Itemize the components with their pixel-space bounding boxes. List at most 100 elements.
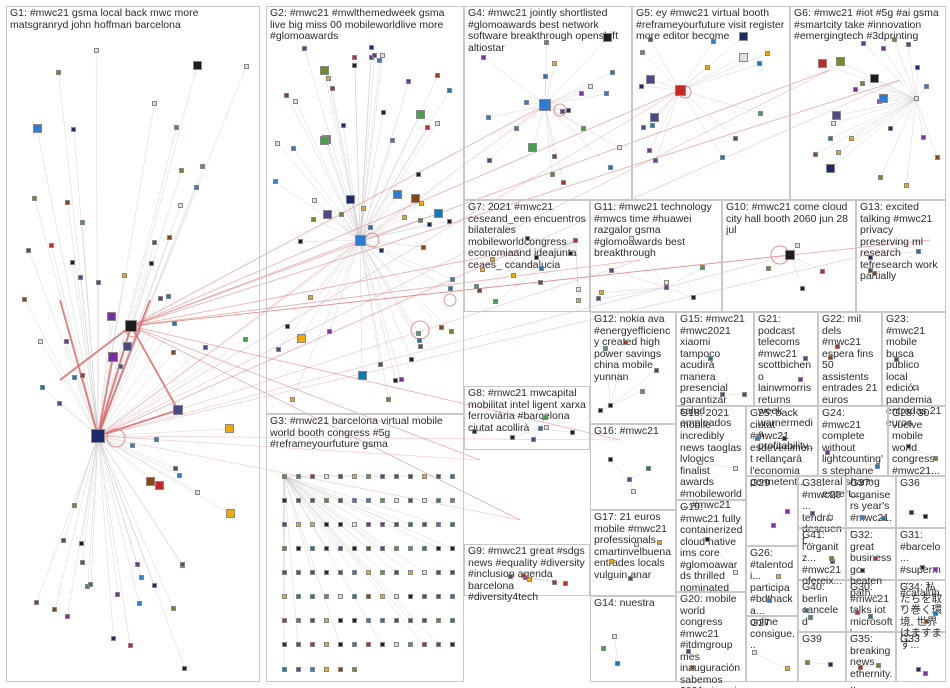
node-g3-63[interactable] — [435, 570, 441, 575]
node-g12-1[interactable] — [639, 388, 645, 394]
node-g1-35[interactable] — [96, 279, 102, 285]
node-g3-67[interactable] — [309, 594, 315, 600]
node-g1-32[interactable] — [171, 350, 177, 356]
node-g2-63[interactable] — [417, 343, 423, 349]
node-g3-16[interactable] — [323, 497, 329, 503]
node-g1-47[interactable] — [176, 472, 182, 478]
node-g3-64[interactable] — [449, 570, 455, 575]
node-g4-4[interactable] — [603, 91, 609, 97]
node-g4-9[interactable] — [616, 145, 622, 151]
node-g2-8[interactable] — [426, 221, 432, 227]
node-g17-3[interactable] — [609, 558, 615, 564]
node-g36-1[interactable] — [908, 509, 914, 515]
node-g3-19[interactable] — [365, 497, 371, 503]
node-g3-13[interactable] — [281, 497, 287, 503]
node-g2-53[interactable] — [338, 212, 344, 218]
node-g3-57[interactable] — [351, 570, 357, 575]
node-g3-45[interactable] — [365, 545, 371, 551]
node-g3-71[interactable] — [365, 594, 371, 600]
node-g17-2[interactable] — [634, 541, 640, 547]
node-g4-13[interactable] — [544, 39, 550, 45]
node-g3-58[interactable] — [365, 570, 371, 575]
node-g2-64[interactable] — [296, 333, 306, 343]
node-g11-2[interactable] — [700, 265, 706, 271]
hub-node-g2-main[interactable] — [354, 234, 366, 246]
node-g3-69[interactable] — [337, 594, 343, 600]
node-g2-1[interactable] — [329, 85, 335, 91]
node-g3-70[interactable] — [351, 594, 357, 600]
node-g37-0[interactable] — [881, 516, 886, 522]
node-g6-20[interactable] — [825, 164, 835, 174]
node-g32-0[interactable] — [872, 555, 878, 561]
node-g9-3[interactable] — [552, 579, 558, 585]
node-g28-1[interactable] — [905, 443, 911, 449]
node-g28-0[interactable] — [933, 455, 939, 461]
node-g33-0[interactable] — [922, 671, 928, 677]
hub-node-g5-main[interactable] — [674, 84, 686, 96]
node-g1-65[interactable] — [193, 185, 199, 191]
node-g6-9[interactable] — [903, 182, 909, 188]
node-g2-41[interactable] — [322, 209, 332, 219]
node-g7-4[interactable] — [575, 286, 581, 292]
node-g7-5[interactable] — [490, 256, 496, 262]
node-g6-16[interactable] — [818, 59, 828, 69]
node-g2-36[interactable] — [297, 239, 303, 245]
node-g7-8[interactable] — [477, 287, 483, 293]
node-g7-12[interactable] — [492, 299, 498, 305]
node-g2-27[interactable] — [274, 140, 280, 146]
node-g25-1[interactable] — [755, 436, 761, 442]
hub-node-g1-third[interactable] — [173, 405, 183, 415]
node-g2-39[interactable] — [421, 244, 427, 250]
node-g12-3[interactable] — [653, 367, 659, 373]
node-g1-21[interactable] — [225, 424, 235, 434]
node-g3-90[interactable] — [449, 618, 455, 624]
node-g6-7[interactable] — [859, 80, 865, 86]
node-g3-47[interactable] — [393, 545, 399, 551]
node-g1-20[interactable] — [127, 642, 133, 648]
node-g5-16[interactable] — [647, 37, 653, 43]
node-g3-62[interactable] — [421, 570, 427, 575]
node-g8-5[interactable] — [510, 434, 516, 440]
node-g24-0[interactable] — [825, 450, 831, 456]
node-g2-28[interactable] — [346, 195, 356, 205]
node-g1-59[interactable] — [226, 509, 236, 519]
node-g1-48[interactable] — [192, 60, 202, 70]
node-g1-39[interactable] — [93, 48, 99, 54]
node-g3-10[interactable] — [421, 473, 427, 479]
node-g5-1[interactable] — [646, 74, 656, 84]
node-g10-1[interactable] — [820, 268, 826, 274]
node-g38-1[interactable] — [828, 515, 834, 521]
node-g3-99[interactable] — [393, 642, 399, 648]
node-g1-64[interactable] — [178, 168, 184, 174]
node-g23-0[interactable] — [894, 357, 900, 363]
node-g6-6[interactable] — [915, 65, 921, 71]
node-g6-14[interactable] — [812, 151, 818, 157]
node-g3-53[interactable] — [295, 570, 301, 575]
node-g31-0[interactable] — [919, 564, 925, 570]
node-g3-55[interactable] — [323, 570, 329, 575]
node-g2-5[interactable] — [448, 286, 454, 292]
node-g1-34[interactable] — [172, 321, 178, 327]
node-g3-29[interactable] — [323, 521, 329, 527]
node-g6-15[interactable] — [879, 93, 889, 103]
node-g6-21[interactable] — [920, 135, 926, 140]
node-g3-74[interactable] — [407, 594, 413, 600]
node-g3-41[interactable] — [309, 545, 315, 551]
node-g2-4[interactable] — [393, 377, 399, 383]
node-g8-7[interactable] — [530, 437, 536, 443]
node-g3-88[interactable] — [421, 618, 427, 624]
node-g6-3[interactable] — [830, 121, 836, 127]
node-g21-1[interactable] — [798, 377, 804, 383]
node-g7-13[interactable] — [538, 266, 544, 272]
node-g6-23[interactable] — [878, 174, 884, 180]
node-g2-57[interactable] — [377, 362, 383, 368]
node-g3-59[interactable] — [379, 570, 385, 575]
node-g1-66[interactable] — [69, 260, 75, 266]
node-g3-103[interactable] — [449, 642, 455, 648]
node-g1-63[interactable] — [88, 582, 94, 588]
node-g3-31[interactable] — [351, 521, 357, 527]
node-g32-1[interactable] — [859, 567, 865, 573]
node-g5-8[interactable] — [732, 135, 738, 141]
node-g6-10[interactable] — [827, 136, 833, 142]
node-g1-40[interactable] — [32, 123, 42, 133]
